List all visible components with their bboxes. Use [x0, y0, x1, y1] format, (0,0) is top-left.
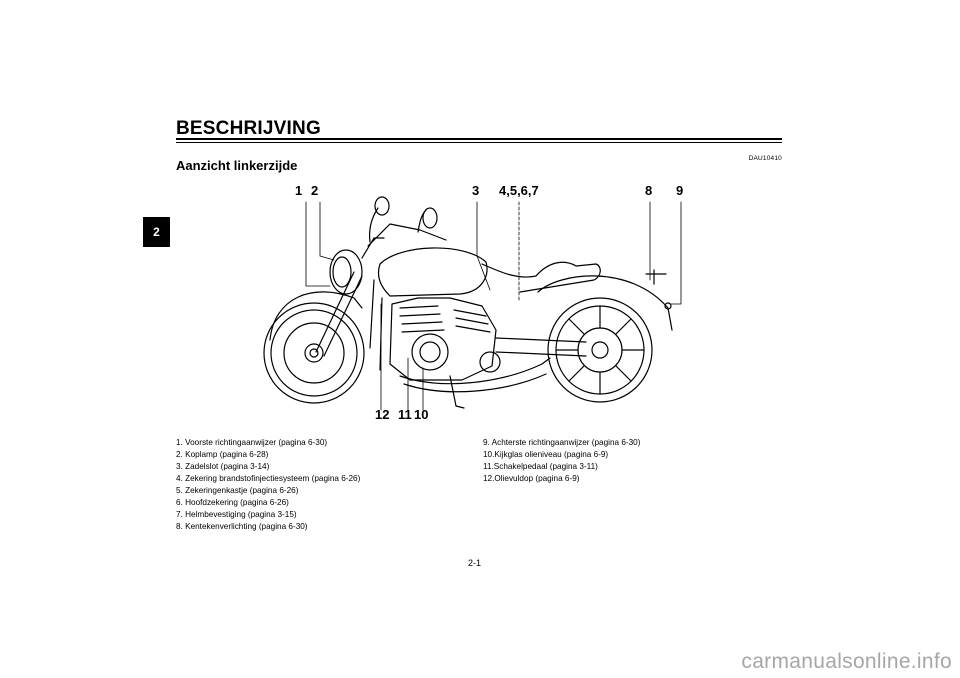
callout-3: 3 [472, 183, 480, 198]
legend-list-left: 1. Voorste richtingaanwijzer (pagina 6-3… [176, 437, 360, 533]
legend-item: 2. Koplamp (pagina 6-28) [176, 450, 269, 459]
legend-item: 10.Kijkglas olieniveau (pagina 6-9) [483, 450, 609, 459]
mirror-left [374, 196, 390, 216]
section-subtitle: Aanzicht linkerzijde [176, 158, 298, 173]
headlight [329, 249, 363, 295]
legend-item: 3. Zadelslot (pagina 3-14) [176, 462, 270, 471]
callout-10: 10 [414, 407, 429, 422]
callout-4-5-6-7: 4,5,6,7 [499, 183, 539, 198]
engine-block [389, 297, 497, 381]
legend-item: 6. Hoofdzekering (pagina 6-26) [176, 498, 289, 507]
chapter-tab: 2 [143, 217, 170, 247]
legend-item: 4. Zekering brandstofinjectiesysteem (pa… [176, 474, 361, 483]
motorcycle-illustration [263, 196, 682, 411]
legend-item: 5. Zekeringenkastje (pagina 6-26) [176, 486, 299, 495]
seat [481, 261, 601, 293]
front-wheel [263, 302, 365, 404]
mirror-right [422, 207, 438, 229]
title-rule-thin [176, 142, 782, 143]
front-fender [269, 291, 363, 341]
watermark: carmanualsonline.info [741, 650, 952, 673]
callout-8: 8 [645, 183, 653, 198]
callout-1: 1 [295, 183, 303, 198]
legend-item: 1. Voorste richtingaanwijzer (pagina 6-3… [176, 438, 328, 447]
rear-wheel [547, 297, 653, 403]
rear-signal [645, 269, 667, 285]
legend-item: 11.Schakelpedaal (pagina 3-11) [483, 462, 598, 471]
handlebar [367, 223, 447, 247]
rear-fender [537, 275, 673, 331]
section-code: DAU10410 [748, 155, 782, 162]
legend-item: 12.Olievuldop (pagina 6-9) [483, 474, 580, 483]
legend-item: 8. Kentekenverlichting (pagina 6-30) [176, 522, 308, 531]
legend-item: 7. Helmbevestiging (pagina 3-15) [176, 510, 297, 519]
legend-item: 9. Achterste richtingaanwijzer (pagina 6… [483, 438, 641, 447]
title-rule [176, 138, 782, 140]
front-fork [315, 271, 363, 357]
callout-12: 12 [375, 407, 390, 422]
callout-2: 2 [311, 183, 319, 198]
callout-11: 11 [398, 407, 412, 422]
callout-9: 9 [676, 183, 684, 198]
page-number: 2-1 [468, 558, 482, 568]
fuel-tank [377, 247, 488, 297]
legend-list-right: 9. Achterste richtingaanwijzer (pagina 6… [483, 437, 640, 485]
exhaust [399, 357, 551, 385]
page-title: BESCHRIJVING [176, 118, 321, 139]
